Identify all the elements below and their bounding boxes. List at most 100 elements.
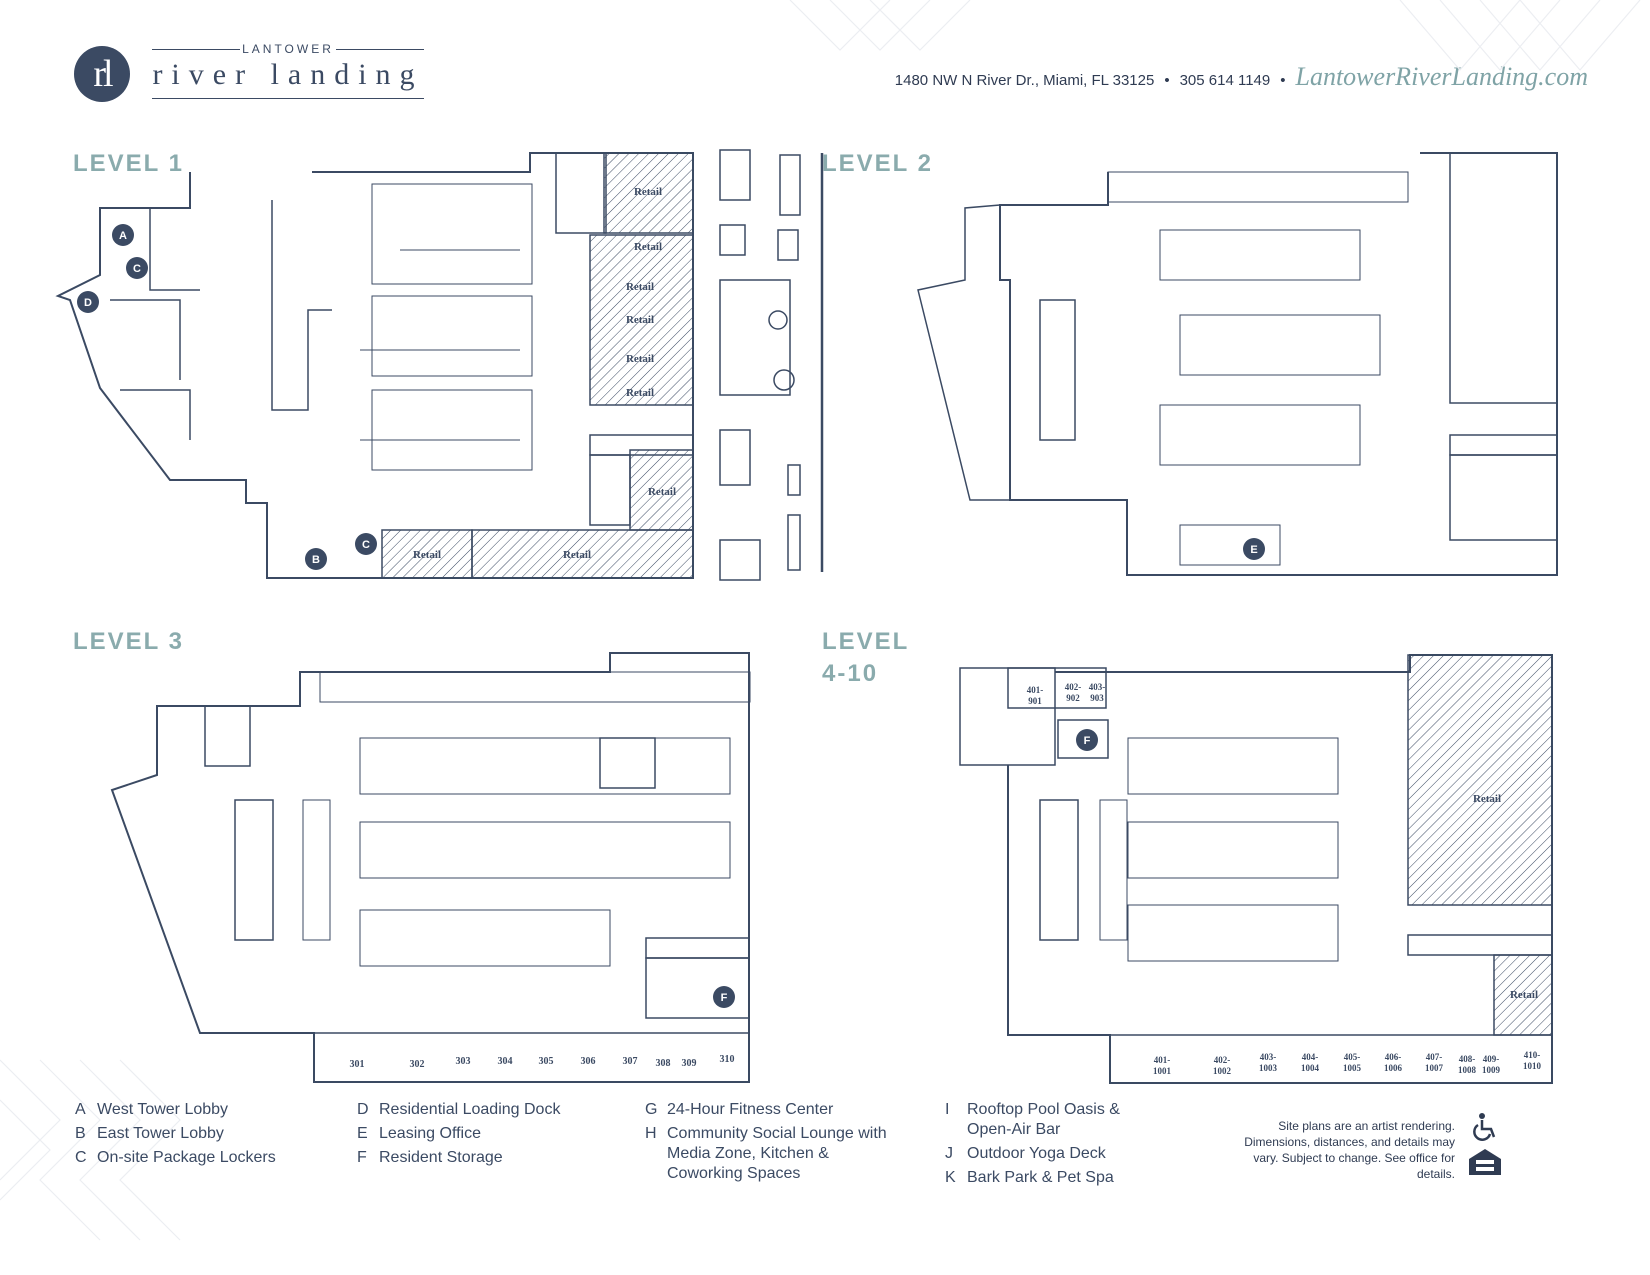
marker-f: F xyxy=(721,992,728,1004)
level-4-10-title-line2: 4-10 xyxy=(822,660,879,687)
legend-key: I xyxy=(945,1101,950,1118)
legend-label: Community Social Lounge with Media Zone,… xyxy=(667,1125,887,1182)
unit-label: 303 xyxy=(456,1056,471,1067)
marker-c: C xyxy=(133,263,141,275)
level-3-title: LEVEL 3 xyxy=(73,628,184,655)
unit-label: 1007 xyxy=(1425,1063,1444,1073)
unit-label: 902 xyxy=(1066,693,1080,703)
marker-f: F xyxy=(1084,735,1091,747)
legend-column: G 24-Hour Fitness Center H Community Socia… xyxy=(645,1100,887,1188)
legend-item: J Outdoor Yoga Deck xyxy=(945,1144,1187,1164)
level-4-10-title: LEVEL 4-10 xyxy=(822,626,909,690)
unit-label: 409- xyxy=(1483,1054,1500,1064)
compliance-badges xyxy=(1466,1112,1504,1182)
phone[interactable]: 305 614 1149 xyxy=(1179,72,1271,89)
unit-label: 1004 xyxy=(1301,1063,1320,1073)
legend-label: West Tower Lobby xyxy=(97,1101,229,1118)
website-link[interactable]: LantowerRiverLanding.com xyxy=(1295,62,1589,91)
retail-label: Retail xyxy=(634,186,662,198)
marker-b: B xyxy=(312,554,320,566)
marker-e: E xyxy=(1250,544,1257,556)
legend-key: F xyxy=(357,1149,367,1166)
unit-label: 903 xyxy=(1090,693,1104,703)
retail-label: Retail xyxy=(626,353,654,365)
unit-label: 901 xyxy=(1028,696,1042,706)
marker-d: D xyxy=(84,297,92,309)
legend-label: East Tower Lobby xyxy=(97,1125,224,1142)
level-1-title: LEVEL 1 xyxy=(73,150,184,177)
legend-label: Outdoor Yoga Deck xyxy=(967,1145,1106,1162)
legend-key: D xyxy=(357,1101,369,1118)
legend-key: J xyxy=(945,1145,953,1162)
legend-item: F Resident Storage xyxy=(357,1148,599,1168)
legend-label: 24-Hour Fitness Center xyxy=(667,1101,834,1118)
unit-label: 408- xyxy=(1459,1054,1476,1064)
unit-label: 301 xyxy=(350,1059,365,1070)
unit-label: 309 xyxy=(682,1058,697,1069)
logo-monogram: rl xyxy=(74,46,130,102)
legend-column: I Rooftop Pool Oasis & Open-Air Bar J Outd… xyxy=(945,1100,1187,1192)
unit-label: 1001 xyxy=(1153,1066,1172,1076)
legend-label: Residential Loading Dock xyxy=(379,1101,561,1118)
unit-label: 404- xyxy=(1302,1052,1319,1062)
retail-label: Retail xyxy=(563,549,591,561)
unit-label: 406- xyxy=(1385,1052,1402,1062)
legend-label: Bark Park & Pet Spa xyxy=(967,1169,1114,1186)
unit-label: 1008 xyxy=(1458,1065,1477,1075)
retail-label: Retail xyxy=(1473,793,1501,805)
unit-label: 308 xyxy=(656,1058,671,1069)
legend-key: G xyxy=(645,1101,658,1118)
separator: • xyxy=(1280,72,1286,89)
legend-item: D Residential Loading Dock xyxy=(357,1100,599,1120)
legend-key: H xyxy=(645,1125,657,1142)
legend-label: Resident Storage xyxy=(379,1149,503,1166)
legend-label: Leasing Office xyxy=(379,1125,481,1142)
unit-label: 1003 xyxy=(1259,1063,1278,1073)
legend-label: On-site Package Lockers xyxy=(97,1149,276,1166)
marker-c: C xyxy=(362,539,370,551)
legend-item: I Rooftop Pool Oasis & Open-Air Bar xyxy=(945,1100,1187,1140)
unit-label: 1002 xyxy=(1213,1066,1232,1076)
disclaimer: Site plans are an artist rendering. Dime… xyxy=(1244,1119,1455,1181)
unit-label: 306 xyxy=(581,1056,596,1067)
unit-label: 403- xyxy=(1260,1052,1277,1062)
unit-label: 407- xyxy=(1426,1052,1443,1062)
retail-label: Retail xyxy=(626,387,654,399)
level-3-plan xyxy=(110,652,751,1083)
unit-label: 305 xyxy=(539,1056,554,1067)
address: 1480 NW N River Dr., Miami, FL 33125 xyxy=(894,72,1155,89)
level-2-title: LEVEL 2 xyxy=(822,150,933,177)
background-pattern xyxy=(0,0,1641,1241)
unit-label: 304 xyxy=(498,1056,513,1067)
legend-item: K Bark Park & Pet Spa xyxy=(945,1168,1187,1188)
separator: • xyxy=(1164,72,1170,89)
unit-label: 302 xyxy=(410,1059,425,1070)
level-4-10-title-line1: LEVEL xyxy=(822,628,910,655)
unit-label: 1005 xyxy=(1343,1063,1362,1073)
legend-label: Rooftop Pool Oasis & Open-Air Bar xyxy=(967,1101,1120,1138)
unit-label: 401- xyxy=(1027,685,1044,695)
marker-a: A xyxy=(119,230,127,242)
contact-bar: 1480 NW N River Dr., Miami, FL 33125 • 3… xyxy=(895,62,1588,92)
equal-housing-icon xyxy=(1469,1149,1501,1175)
unit-label: 405- xyxy=(1344,1052,1361,1062)
unit-label: 310 xyxy=(720,1054,735,1065)
retail-label: Retail xyxy=(1510,989,1538,1001)
level-2-plan xyxy=(917,152,1558,576)
level-1-plan xyxy=(55,149,824,581)
logo-monogram-text: rl xyxy=(93,53,113,95)
wheelchair-accessible-icon xyxy=(1473,1113,1496,1141)
retail-label: Retail xyxy=(648,486,676,498)
legend-key: K xyxy=(945,1169,956,1186)
legend-key: B xyxy=(75,1125,86,1142)
level-4-10-plan xyxy=(959,654,1553,1084)
legend-item: H Community Social Lounge with Media Zone… xyxy=(645,1124,887,1184)
legend-item: B East Tower Lobby xyxy=(75,1124,317,1144)
unit-label: 1006 xyxy=(1384,1063,1403,1073)
unit-label: 402- xyxy=(1065,682,1082,692)
